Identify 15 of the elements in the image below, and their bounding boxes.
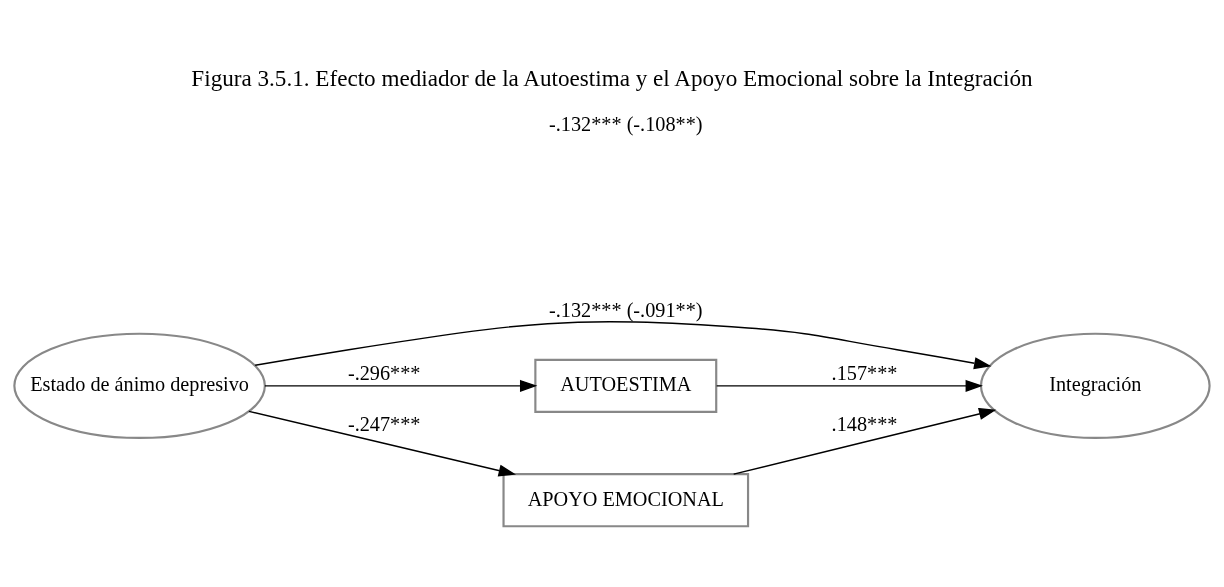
node-ellipse: Estado de ánimo depresivo xyxy=(13,332,266,439)
edge-label: -.247*** xyxy=(347,412,421,435)
edge-label: .148*** xyxy=(831,412,898,435)
arrow xyxy=(715,379,983,392)
diagram-title: Figura 3.5.1. Efecto mediador de la Autoestima y el Apoyo Emocional sobre la Integración xyxy=(191,64,1033,91)
arrow xyxy=(264,379,538,392)
label: -.132*** (-.108**) xyxy=(549,112,703,135)
arrow xyxy=(248,410,516,476)
arrow xyxy=(254,320,992,369)
edge-label: .157*** xyxy=(831,361,898,384)
edge-label: -.296*** xyxy=(347,361,421,384)
edge-label: -.132*** (-.091**) xyxy=(549,298,703,321)
arrow xyxy=(732,407,997,475)
node-box: AUTOESTIMA xyxy=(534,358,718,413)
node-box: APOYO EMOCIONAL xyxy=(502,472,750,527)
